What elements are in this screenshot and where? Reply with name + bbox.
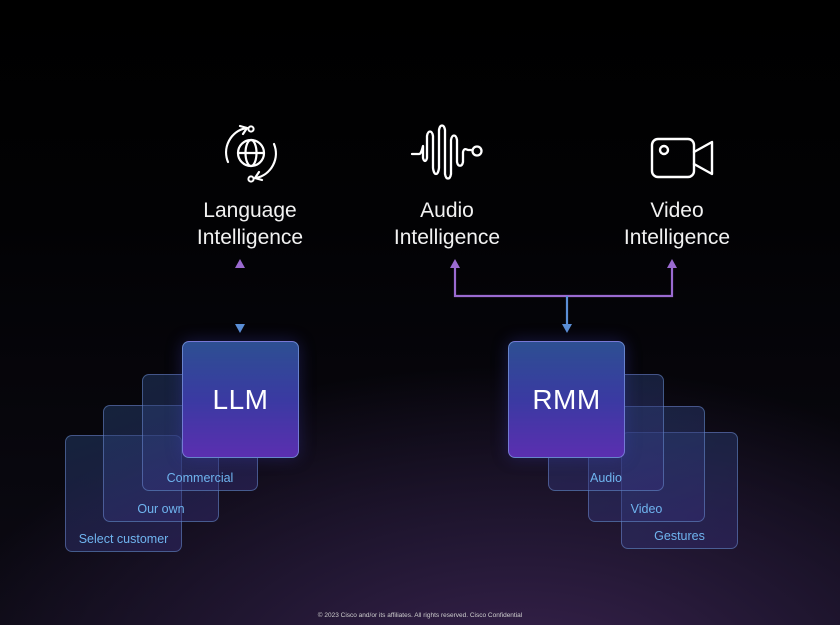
video-camera-icon	[650, 137, 714, 179]
rmm-layer-gestures: Gestures	[621, 432, 738, 549]
llm-layer-select-customer: Select customer	[65, 435, 182, 552]
llm-layer-our-own: Our own	[103, 405, 219, 522]
layer-label: Audio	[590, 471, 622, 485]
llm-label: LLM	[212, 383, 269, 415]
rmm-bracket	[453, 266, 674, 298]
layer-label: Select customer	[78, 532, 169, 546]
video-intelligence-label: Video Intelligence	[623, 199, 731, 249]
audio-intelligence-label: Audio Intelligence	[393, 199, 501, 249]
layer-label: Gestures	[654, 529, 705, 543]
audio-arrow-up	[450, 259, 460, 268]
globe-refresh-icon	[225, 124, 277, 183]
llm-block: LLM	[182, 341, 299, 458]
rmm-label: RMM	[532, 383, 601, 415]
video-arrow-up	[667, 259, 677, 268]
layer-label: Commercial	[166, 471, 234, 485]
copyright-footer: © 2023 Cisco and/or its affiliates. All …	[317, 612, 523, 619]
llm-arrow-up	[235, 259, 245, 268]
llm-arrow-down	[235, 324, 245, 333]
rmm-block: RMM	[508, 341, 625, 458]
audio-waveform-icon	[410, 124, 483, 180]
rmm-arrow-down	[562, 324, 572, 333]
language-intelligence-label: Language Intelligence	[196, 199, 304, 249]
layer-label: Our own	[137, 502, 185, 516]
layer-label: Video	[630, 502, 663, 516]
